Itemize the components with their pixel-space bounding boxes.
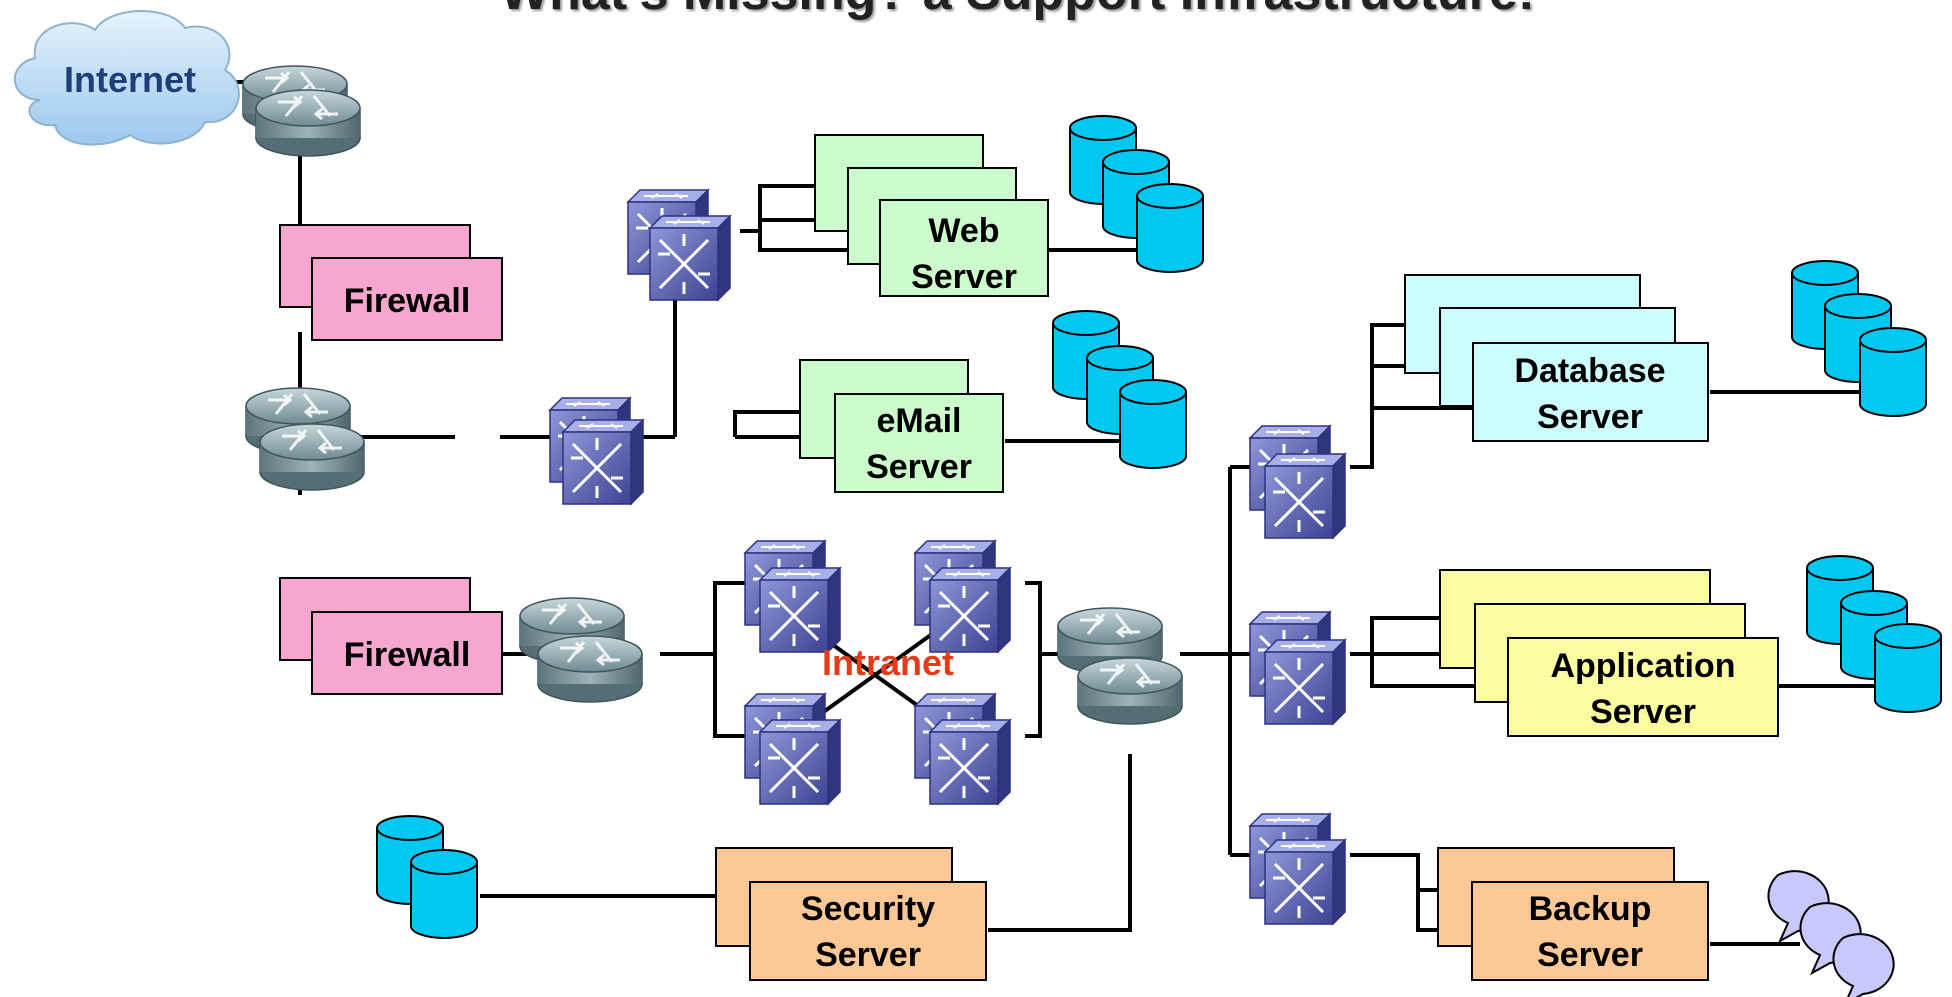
database-server-label-1: Database bbox=[1514, 352, 1665, 390]
core-router-icon bbox=[1056, 606, 1184, 726]
email-server-stack: eMail Server bbox=[799, 359, 1004, 493]
backup-server-label-1: Backup bbox=[1529, 890, 1652, 928]
security-server-stack: Security Server bbox=[715, 847, 987, 981]
email-server-label-2: Server bbox=[866, 448, 972, 486]
connection-lines bbox=[220, 80, 1880, 946]
page-title: What's Missing? a Support Infrastructure… bbox=[500, 0, 1952, 22]
inner-router-icon bbox=[518, 596, 644, 704]
internet-label: Internet bbox=[64, 59, 196, 100]
database-switch-icon bbox=[1248, 424, 1347, 540]
firewall-bottom-label: Firewall bbox=[344, 636, 471, 674]
web-server-label-1: Web bbox=[928, 212, 999, 250]
firewall-top-label: Firewall bbox=[344, 282, 471, 320]
database-server-label-2: Server bbox=[1537, 398, 1643, 436]
application-server-stack: Application Server bbox=[1439, 569, 1779, 737]
dmz-switch-icon bbox=[548, 396, 645, 506]
security-server-label-2: Server bbox=[815, 936, 921, 974]
web-switch-icon bbox=[626, 188, 732, 302]
tape-storage-icon bbox=[1767, 870, 1895, 997]
intranet-label: Intranet bbox=[822, 642, 954, 683]
dmz-router-icon bbox=[244, 386, 366, 492]
security-storage-disks bbox=[376, 815, 478, 939]
firewall-top: Firewall bbox=[279, 224, 503, 341]
web-server-label-2: Server bbox=[911, 258, 1017, 296]
internet-cloud: Internet bbox=[14, 10, 240, 146]
edge-router-icon bbox=[241, 64, 362, 158]
email-storage-disks bbox=[1052, 310, 1187, 469]
web-server-stack: Web Server bbox=[814, 134, 1049, 297]
email-server-label-1: eMail bbox=[876, 402, 961, 440]
application-server-label-1: Application bbox=[1550, 647, 1735, 685]
backup-switch-icon bbox=[1248, 812, 1347, 926]
application-server-label-2: Server bbox=[1590, 693, 1696, 731]
backup-server-stack: Backup Server bbox=[1437, 847, 1709, 981]
application-switch-icon bbox=[1248, 610, 1347, 726]
database-server-stack: Database Server bbox=[1404, 274, 1709, 442]
security-server-label-1: Security bbox=[801, 890, 935, 928]
application-storage-disks bbox=[1806, 555, 1942, 713]
firewall-bottom: Firewall bbox=[279, 577, 503, 695]
backup-server-label-2: Server bbox=[1537, 936, 1643, 974]
